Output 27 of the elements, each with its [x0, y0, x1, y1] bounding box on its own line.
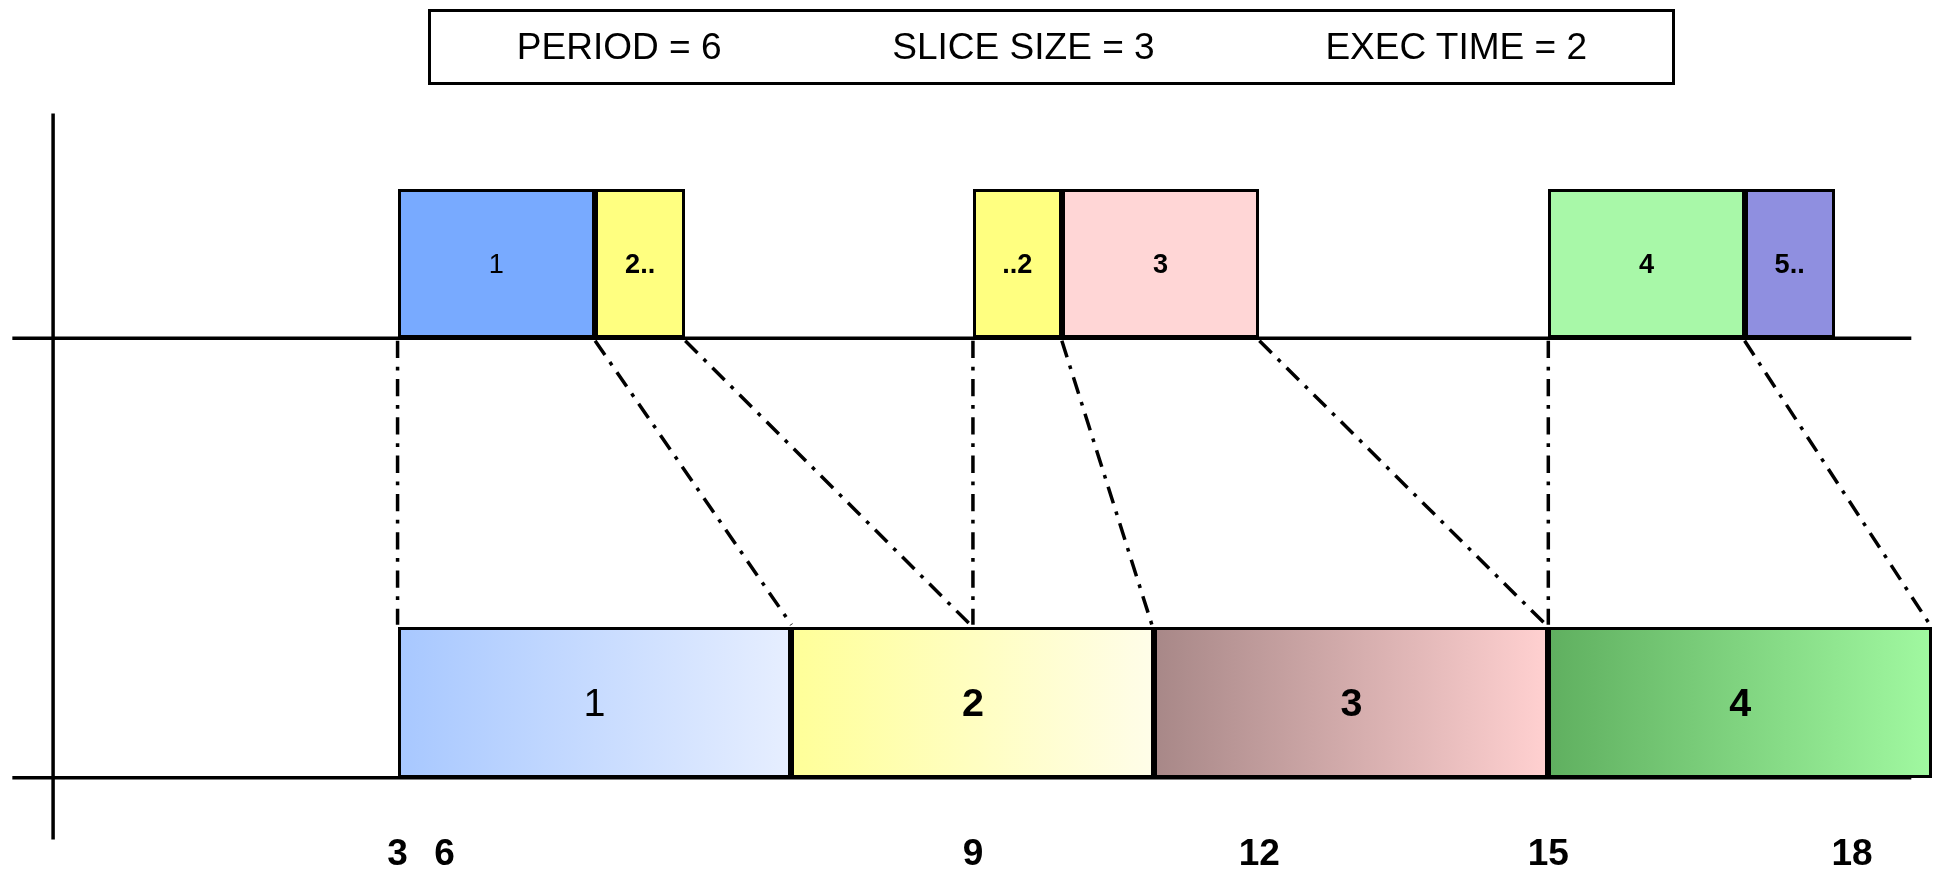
- time-slice-box: 4: [1548, 188, 1745, 339]
- task-block: 3: [1154, 627, 1549, 778]
- time-slice-box: 3: [1061, 188, 1260, 339]
- parameter-text: EXEC TIME = 2: [1325, 25, 1588, 69]
- parameter-text: SLICE SIZE = 3: [892, 25, 1155, 69]
- tick-label: 6: [434, 830, 455, 871]
- dash-dot-line: [1743, 339, 1932, 626]
- dash-dot-line: [395, 340, 400, 625]
- tick-label: 3: [387, 830, 408, 871]
- dash-dot-line: [971, 340, 975, 625]
- task-block: 2: [791, 627, 1155, 778]
- dash-dot-line: [684, 339, 972, 626]
- task-block: 1: [397, 627, 792, 778]
- tick-label: 12: [1238, 830, 1280, 871]
- task-block: 4: [1548, 627, 1933, 778]
- time-slice-box: 5..: [1744, 188, 1835, 339]
- tick-label: 15: [1527, 830, 1569, 871]
- time-slice-box: ..2: [972, 188, 1062, 339]
- tick-label: 9: [962, 830, 984, 871]
- parameter-text: PERIOD = 6: [516, 25, 722, 69]
- dash-dot-line: [593, 339, 793, 626]
- time-slice-box: 1: [397, 188, 596, 339]
- dash-dot-line: [1060, 340, 1154, 626]
- dash-dot-line: [1546, 340, 1551, 625]
- time-slice-box: 2..: [595, 188, 686, 339]
- parameter-box: [428, 8, 1676, 86]
- tick-label: 18: [1831, 830, 1873, 871]
